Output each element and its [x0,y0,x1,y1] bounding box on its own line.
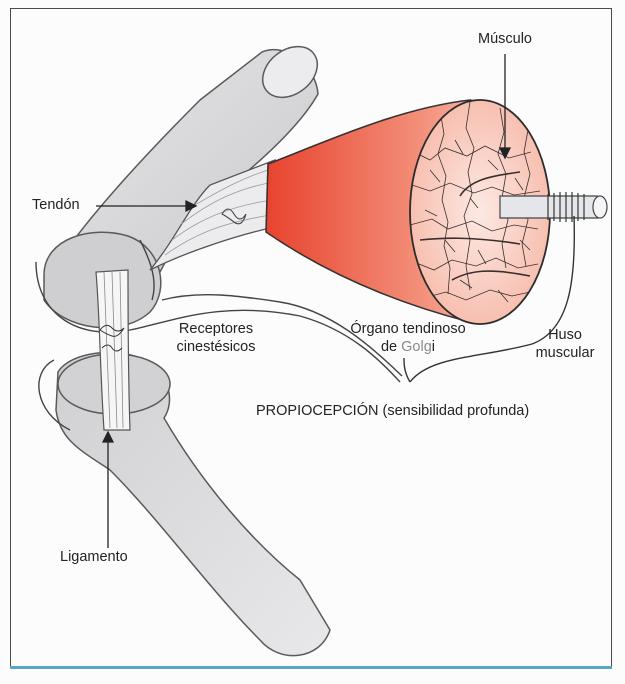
muscle-spindle [500,192,607,222]
label-huso-line2: muscular [528,344,602,362]
label-receptores: Receptores cinestésicos [170,320,262,356]
lower-bone [56,352,330,655]
label-organo-suffix: i [432,339,435,355]
label-organo-line1: Órgano tendinoso [346,320,470,338]
label-organo-tendinoso: Órgano tendinoso de Golgi [346,320,470,356]
label-tendon: Tendón [32,196,80,214]
label-ligamento: Ligamento [60,548,128,566]
label-organo-line2: de Golgi [346,338,470,356]
label-golgi: Golg [401,339,432,355]
label-receptores-line1: Receptores [170,320,262,338]
label-propiocepcion: PROPIOCEPCIÓN (sensibilidad profunda) [256,402,529,420]
label-musculo: Músculo [478,30,532,48]
label-receptores-line2: cinestésicos [170,338,262,356]
label-huso-muscular: Huso muscular [528,326,602,362]
label-huso-line1: Huso [528,326,602,344]
label-organo-prefix: de [381,339,401,355]
